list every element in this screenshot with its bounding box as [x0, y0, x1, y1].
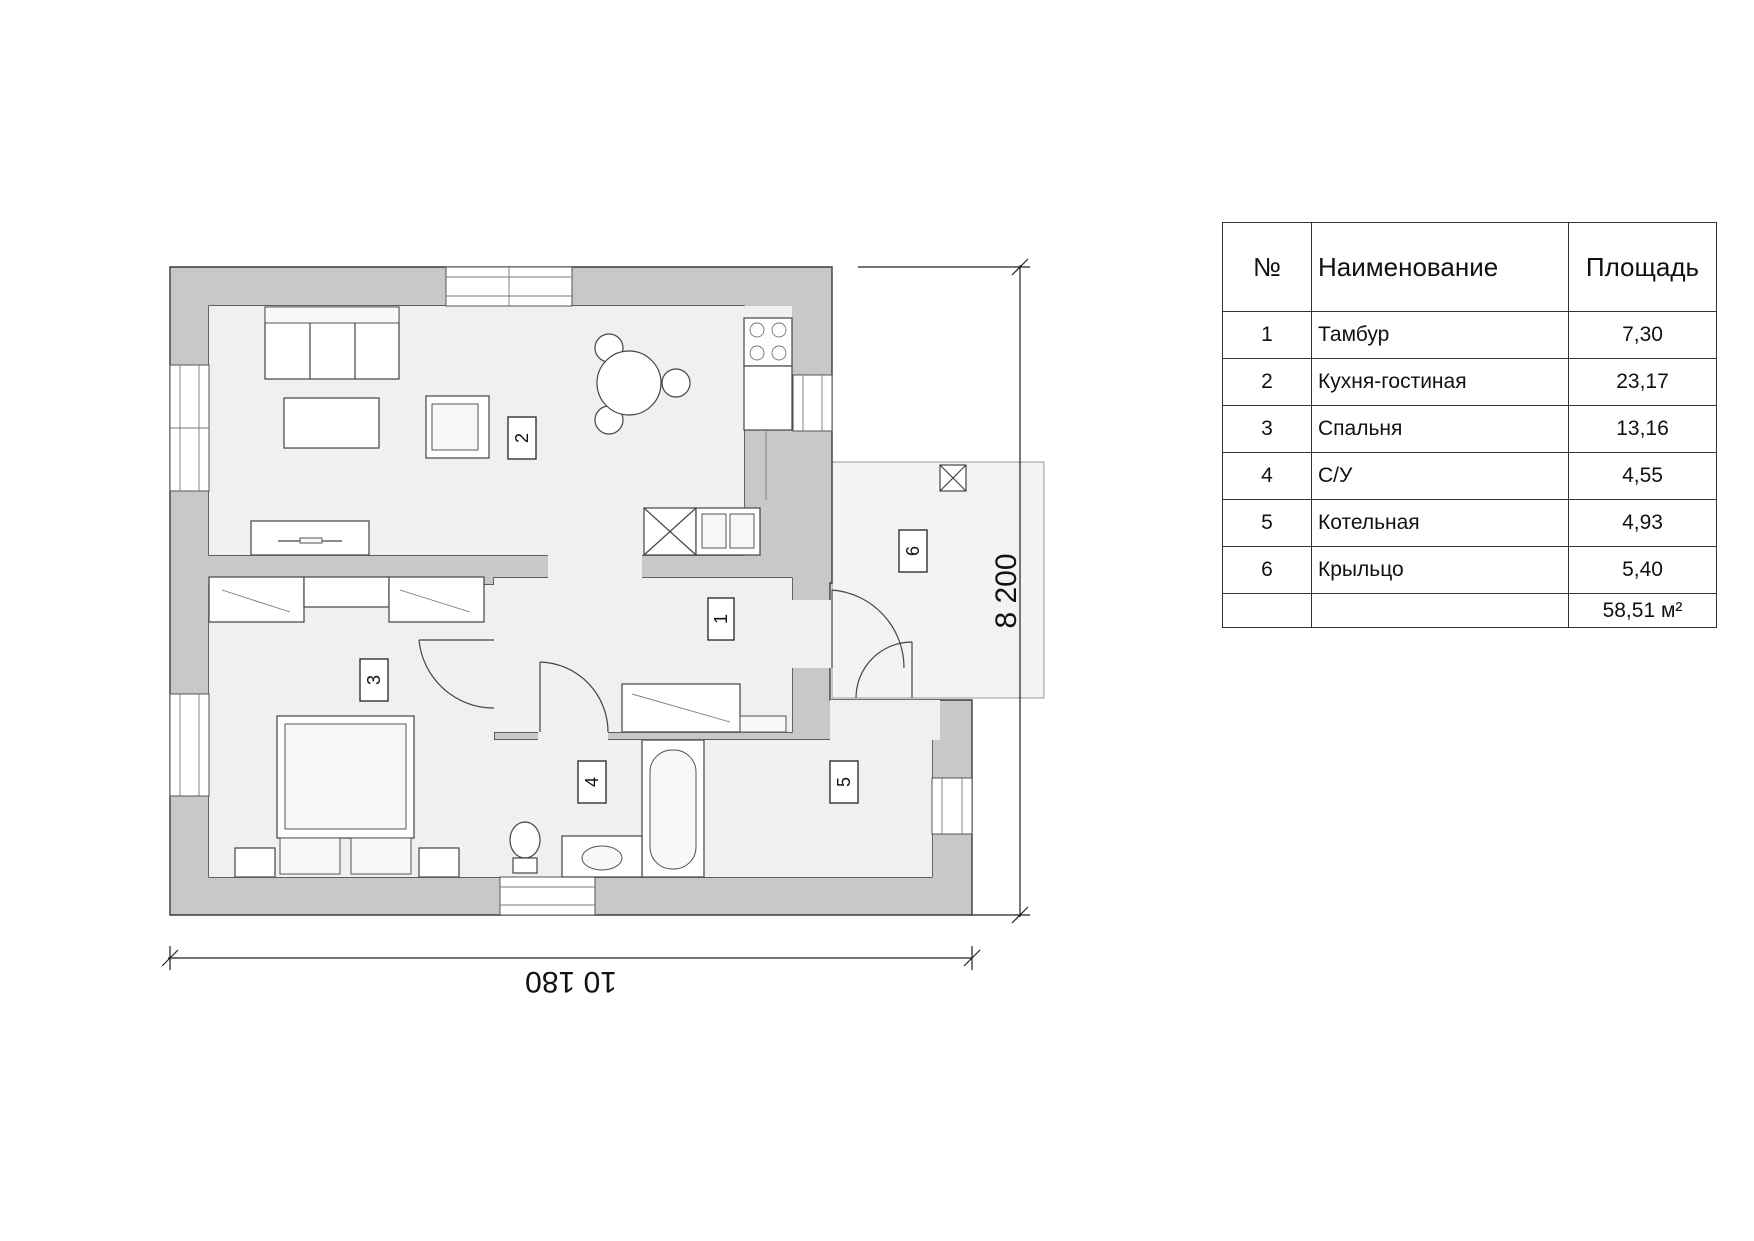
- dimension-height: [858, 258, 1030, 924]
- row-number: 2: [1222, 358, 1312, 406]
- row-number: 5: [1222, 499, 1312, 547]
- sofa: [264, 306, 400, 380]
- row-name: Тамбур: [1311, 311, 1569, 359]
- kitchen-counter: [643, 317, 793, 556]
- wardrobe-bedroom: [208, 576, 485, 623]
- table-total-row: 58,51 м²: [1222, 593, 1717, 628]
- total-name-cell: [1311, 593, 1569, 628]
- double-bed: [276, 715, 415, 839]
- row-area: 13,16: [1568, 405, 1717, 453]
- table-row: 6 Крыльцо 5,40: [1222, 546, 1717, 594]
- table-row: 4 С/У 4,55: [1222, 452, 1717, 500]
- table-row: 2 Кухня-гостиная 23,17: [1222, 358, 1717, 406]
- svg-text:4: 4: [582, 777, 602, 787]
- room-tag-6: 6: [898, 529, 928, 573]
- room-tag-4: 4: [577, 760, 607, 804]
- row-area: 4,93: [1568, 499, 1717, 547]
- room-tag-1: 1: [707, 597, 735, 641]
- header-area: Площадь: [1568, 222, 1717, 312]
- bathtub: [641, 739, 705, 878]
- row-name: С/У: [1311, 452, 1569, 500]
- coffee-table: [283, 397, 380, 449]
- table-row: 1 Тамбур 7,30: [1222, 311, 1717, 359]
- row-name: Котельная: [1311, 499, 1569, 547]
- total-area: 58,51 м²: [1568, 593, 1717, 628]
- row-area: 5,40: [1568, 546, 1717, 594]
- svg-text:2: 2: [512, 433, 532, 443]
- boiler: [939, 464, 967, 492]
- wardrobe-vestibule: [621, 683, 787, 733]
- svg-text:3: 3: [364, 675, 384, 685]
- svg-text:1: 1: [711, 614, 731, 624]
- dining-table: [594, 333, 691, 435]
- row-area: 7,30: [1568, 311, 1717, 359]
- windows: [169, 266, 973, 916]
- row-number: 6: [1222, 546, 1312, 594]
- table-row: 3 Спальня 13,16: [1222, 405, 1717, 453]
- header-name: Наименование: [1311, 222, 1569, 312]
- row-name: Спальня: [1311, 405, 1569, 453]
- armchair: [425, 395, 490, 459]
- total-number-cell: [1222, 593, 1312, 628]
- table-row: 5 Котельная 4,93: [1222, 499, 1717, 547]
- room-tag-3: 3: [359, 658, 389, 702]
- toilet: [509, 821, 541, 874]
- table-header-row: № Наименование Площадь: [1222, 222, 1717, 312]
- svg-text:5: 5: [834, 777, 854, 787]
- svg-text:6: 6: [903, 546, 923, 556]
- bedside-rugs: [279, 837, 412, 875]
- header-number: №: [1222, 222, 1312, 312]
- nightstand-left: [234, 847, 276, 878]
- room-tag-5: 5: [829, 760, 859, 804]
- porch-area: [831, 461, 1045, 699]
- tv-stand: [250, 520, 370, 556]
- row-number: 4: [1222, 452, 1312, 500]
- doors: [418, 589, 913, 733]
- row-name: Кухня-гостиная: [1311, 358, 1569, 406]
- room-schedule-table: № Наименование Площадь 1 Тамбур 7,30 2 К…: [1222, 222, 1717, 628]
- nightstand-right: [418, 847, 460, 878]
- row-number: 3: [1222, 405, 1312, 453]
- dimension-width-label: 10 180: [525, 965, 617, 998]
- row-area: 23,17: [1568, 358, 1717, 406]
- dimension-width: [161, 946, 981, 970]
- row-name: Крыльцо: [1311, 546, 1569, 594]
- row-area: 4,55: [1568, 452, 1717, 500]
- sink: [561, 835, 643, 878]
- row-number: 1: [1222, 311, 1312, 359]
- room-tag-2: 2: [507, 416, 537, 460]
- dimension-height-label: 8 200: [990, 553, 1023, 628]
